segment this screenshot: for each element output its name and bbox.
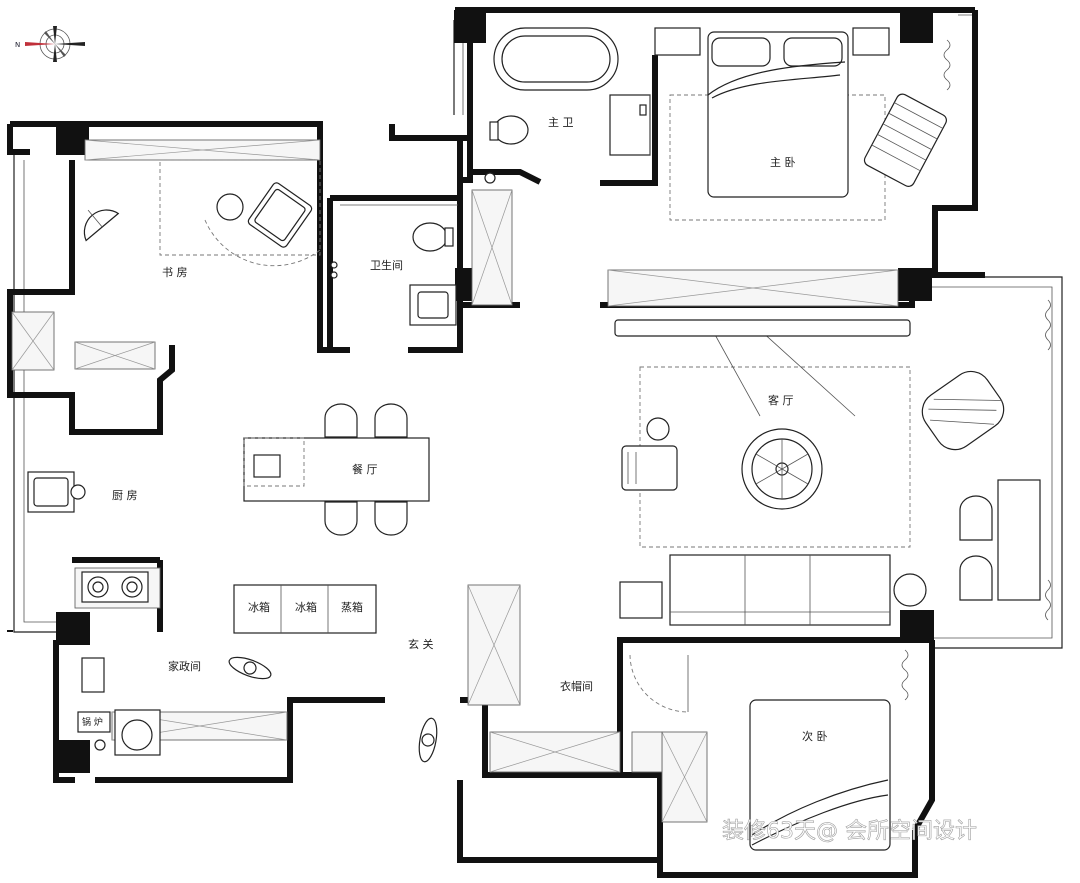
- room-label-master-bath: 主 卫: [548, 116, 574, 129]
- bathroom-fixtures: [330, 204, 458, 326]
- room-label-study: 书 房: [162, 266, 188, 279]
- room-label-dining-room: 餐 厅: [352, 462, 378, 476]
- living-room-furniture: [614, 299, 1051, 626]
- master-bedroom-furniture: [654, 27, 951, 221]
- housekeeping-fixtures: [77, 656, 438, 763]
- appliance-label-fridge-2: 冰箱: [295, 600, 317, 614]
- kitchen-fixtures: [27, 471, 377, 634]
- room-label-kitchen: 厨 房: [112, 489, 138, 502]
- room-label-living-room: 客 厅: [768, 393, 794, 407]
- room-label-entrance: 玄 关: [408, 637, 434, 651]
- room-label-second-bedroom: 次 卧: [802, 729, 828, 743]
- master-bath-fixtures: [484, 27, 651, 184]
- room-labels: 主 卫 主 卧 书 房 卫生间 客 厅 餐 厅 厨 房 玄 关 家政间 衣帽间 …: [82, 116, 828, 743]
- watermark-text: 装修63天@ 会所空间设计: [722, 819, 977, 844]
- room-label-bathroom: 卫生间: [370, 258, 403, 272]
- dining-furniture: [243, 403, 430, 536]
- room-label-housekeeping: 家政间: [168, 659, 201, 673]
- compass-north-label: N: [15, 41, 20, 49]
- appliance-label-steamer: 蒸箱: [341, 600, 363, 614]
- room-label-master-bedroom: 主 卧: [770, 156, 796, 169]
- appliance-label-fridge-1: 冰箱: [248, 600, 270, 614]
- second-bedroom-furniture: [629, 649, 909, 851]
- compass-rose-icon: N: [15, 26, 85, 62]
- study-furniture: [83, 159, 321, 267]
- room-label-cloakroom: 衣帽间: [560, 679, 593, 693]
- appliance-label-boiler: 锅 炉: [82, 716, 103, 728]
